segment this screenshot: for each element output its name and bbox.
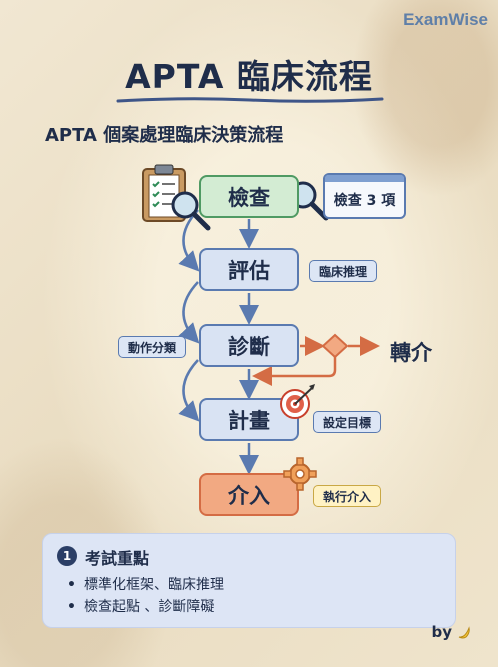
window-titlebar bbox=[325, 175, 404, 182]
tag-set-goals: 設定目標 bbox=[313, 411, 381, 433]
byline: by bbox=[431, 623, 472, 641]
page-title: APTA 臨床流程 bbox=[125, 57, 373, 96]
gear-icon bbox=[283, 457, 317, 491]
tag-execute-intervention: 執行介入 bbox=[313, 485, 381, 507]
target-icon bbox=[280, 384, 315, 419]
loop-arrow-3 bbox=[178, 359, 200, 422]
tag-movement-classification: 動作分類 bbox=[118, 336, 186, 358]
step-examination: 檢查 bbox=[199, 175, 299, 218]
brand-logo: ExamWise bbox=[403, 10, 488, 29]
note-title: 考試重點 bbox=[85, 549, 150, 568]
tag-clinical-reasoning: 臨床推理 bbox=[309, 260, 377, 282]
loop-arrow-2 bbox=[178, 281, 200, 344]
note-item: 檢查起點 、診斷障礙 bbox=[67, 596, 224, 618]
title-underline bbox=[116, 97, 384, 103]
note-number-badge: 1 bbox=[57, 546, 77, 566]
arrow-return-to-plan bbox=[252, 357, 337, 386]
exam-items-window: 檢查 3 項 bbox=[323, 173, 406, 219]
decision-diamond bbox=[321, 333, 349, 359]
byline-text: by bbox=[431, 623, 452, 641]
note-item: 標準化框架、臨床推理 bbox=[67, 574, 224, 596]
magnifier-icon-left bbox=[171, 191, 211, 231]
exam-items-label: 檢查 3 項 bbox=[333, 193, 396, 209]
note-list: 標準化框架、臨床推理 檢查起點 、診斷障礙 bbox=[67, 574, 224, 618]
diagram-subtitle: APTA 個案處理臨床決策流程 bbox=[45, 125, 284, 146]
referral-label: 轉介 bbox=[390, 341, 432, 365]
step-diagnosis: 診斷 bbox=[199, 324, 299, 367]
banana-icon bbox=[458, 626, 470, 639]
exam-notes-box: 1 考試重點 標準化框架、臨床推理 檢查起點 、診斷障礙 bbox=[42, 533, 456, 628]
step-evaluation: 評估 bbox=[199, 248, 299, 291]
step-intervention: 介入 bbox=[199, 473, 299, 516]
